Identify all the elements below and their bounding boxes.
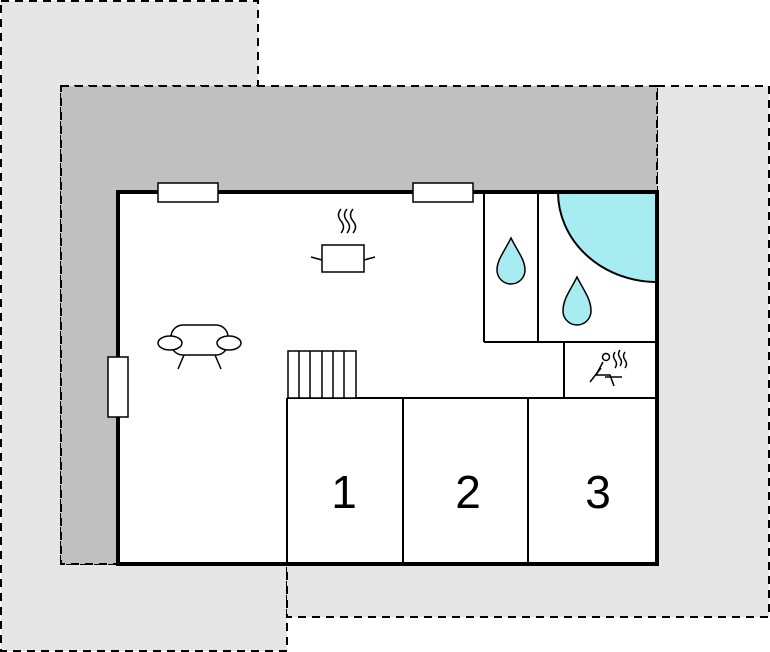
stairs-icon xyxy=(287,350,357,399)
bedroom-2-label: 2 xyxy=(455,466,481,518)
water-drop-icon xyxy=(496,236,526,285)
pool-quarter-circle xyxy=(556,191,658,284)
bedroom-3-label: 3 xyxy=(585,466,611,518)
house-floor xyxy=(118,192,657,564)
cooking-pot-icon xyxy=(310,208,376,273)
window-left xyxy=(107,356,129,418)
water-drop-icon xyxy=(562,275,592,326)
covered-terrace xyxy=(60,85,658,565)
bedroom-1-label: 1 xyxy=(331,466,357,518)
window-top-left xyxy=(157,182,219,203)
sauna-icon xyxy=(589,349,628,387)
armchair-icon xyxy=(157,324,242,370)
window-top-right xyxy=(412,182,474,203)
terrace-outer-left xyxy=(0,0,288,652)
